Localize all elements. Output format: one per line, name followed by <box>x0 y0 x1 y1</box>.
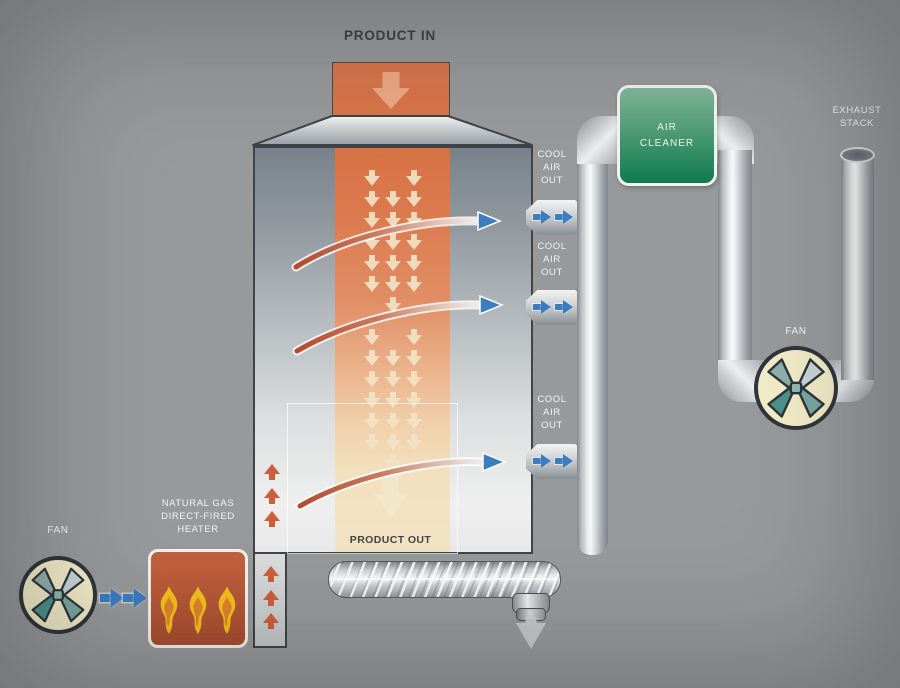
down-arrow-icon <box>364 212 380 228</box>
right-arrow-icon <box>99 589 124 608</box>
down-arrow-icon <box>364 255 380 271</box>
pipe-elbow <box>577 116 622 164</box>
label-line: NATURAL GAS <box>161 498 235 509</box>
hot-air-duct <box>253 554 287 648</box>
label-line: HEATER <box>177 524 219 535</box>
label-line: COOL <box>537 149 567 160</box>
cool-air-out-label-1: COOL AIR OUT <box>537 148 566 187</box>
down-arrow-icon <box>385 434 401 450</box>
cool-air-duct-connector-2 <box>526 290 583 325</box>
down-arrow-icon <box>406 371 422 387</box>
heat-zone-outline <box>287 403 458 554</box>
fan-left-label: FAN <box>47 525 69 536</box>
right-arrow-icon <box>555 454 573 468</box>
up-arrow-icon <box>264 464 280 480</box>
label-line: AIR <box>543 407 561 418</box>
down-arrow-icon <box>406 212 422 228</box>
label-line: OUT <box>541 175 563 186</box>
fan-blades-icon <box>31 567 85 623</box>
cool-air-out-label-3: COOL AIR OUT <box>537 393 566 432</box>
heater-label: NATURAL GAS DIRECT-FIRED HEATER <box>161 497 235 536</box>
up-arrow-icon <box>263 613 279 629</box>
flame-icon <box>189 586 207 634</box>
up-arrow-icon <box>264 511 280 527</box>
cool-air-out-label-2: COOL AIR OUT <box>537 240 566 279</box>
discharge-arrow-icon <box>516 617 546 651</box>
down-arrow-icon <box>364 350 380 366</box>
cool-air-duct-connector-1 <box>526 200 583 235</box>
down-arrow-icon <box>385 212 401 228</box>
cleaner-down-pipe <box>718 150 752 380</box>
fan-right-icon <box>754 346 838 430</box>
flame-icon <box>218 586 236 634</box>
cool-air-duct-connector-3 <box>526 444 583 479</box>
product-in-arrow-icon <box>372 72 410 110</box>
air-cleaner-label: CLEANER <box>639 137 695 149</box>
label-line: AIR <box>543 254 561 265</box>
down-arrow-icon <box>385 234 401 250</box>
down-arrow-icon <box>385 350 401 366</box>
down-arrow-icon <box>406 413 422 429</box>
label-line: STACK <box>840 118 874 129</box>
down-arrow-icon <box>364 434 380 450</box>
product-inlet-duct <box>332 62 450 119</box>
down-arrow-icon <box>385 413 401 429</box>
down-arrow-icon <box>364 170 380 186</box>
down-arrow-icon <box>385 371 401 387</box>
right-arrow-icon <box>533 300 551 314</box>
exhaust-stack-pipe <box>841 154 874 380</box>
up-arrow-icon <box>263 566 279 582</box>
air-cleaner-label: AIR <box>657 121 677 133</box>
hopper <box>252 115 533 146</box>
label-line: COOL <box>537 241 567 252</box>
right-arrow-icon <box>533 210 551 224</box>
product-in-label: PRODUCT IN <box>344 28 436 43</box>
right-arrow-icon <box>533 454 551 468</box>
down-arrow-icon <box>364 276 380 292</box>
label-line: OUT <box>541 420 563 431</box>
down-arrow-icon <box>385 255 401 271</box>
down-arrow-icon <box>385 191 401 207</box>
right-arrow-icon <box>555 300 573 314</box>
label-line: OUT <box>541 267 563 278</box>
up-arrow-icon <box>263 590 279 606</box>
heater-box <box>148 549 248 648</box>
down-arrow-icon <box>364 191 380 207</box>
down-arrow-icon <box>406 329 422 345</box>
up-arrow-icon <box>264 488 280 504</box>
riser-pipe <box>577 136 608 555</box>
label-line: COOL <box>537 394 567 405</box>
down-arrow-icon <box>385 297 401 313</box>
down-arrow-icon <box>406 170 422 186</box>
right-arrow-icon <box>122 589 147 608</box>
tower-right-panel <box>450 148 531 552</box>
down-arrow-icon <box>385 276 401 292</box>
down-arrow-icon <box>406 434 422 450</box>
label-line: DIRECT-FIRED <box>161 511 235 522</box>
down-arrow-icon <box>406 350 422 366</box>
exhaust-stack-label: EXHAUST STACK <box>832 104 881 130</box>
fan-left-icon <box>19 556 97 634</box>
stack-opening <box>840 147 875 163</box>
fan-blades-icon <box>767 358 825 418</box>
flame-icon <box>160 586 178 634</box>
label-line: AIR <box>543 162 561 173</box>
fan-right-label: FAN <box>785 326 807 337</box>
label-line: EXHAUST <box>832 105 882 116</box>
down-arrow-icon <box>406 191 422 207</box>
down-arrow-icon <box>406 255 422 271</box>
right-arrow-icon <box>555 210 573 224</box>
down-arrow-icon <box>406 276 422 292</box>
down-arrow-icon <box>364 234 380 250</box>
down-arrow-icon <box>364 371 380 387</box>
auger-conveyor <box>328 561 561 598</box>
down-arrow-icon <box>364 413 380 429</box>
down-arrow-icon <box>406 234 422 250</box>
air-cleaner-box: AIR CLEANER <box>617 85 717 186</box>
down-arrow-icon <box>364 329 380 345</box>
